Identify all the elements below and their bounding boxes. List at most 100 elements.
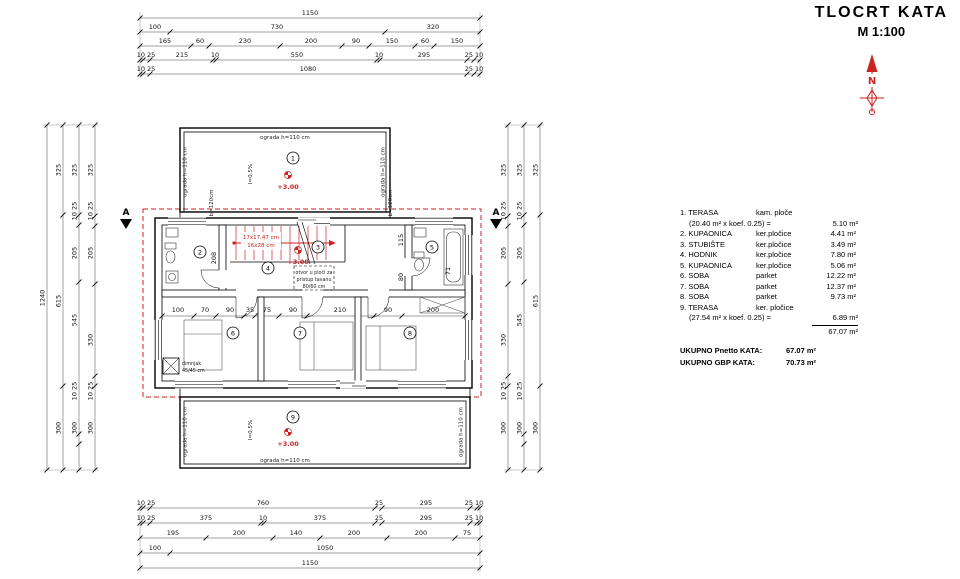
- dim-label: 71: [444, 267, 452, 275]
- dim-label: 200: [427, 306, 439, 314]
- total-value: 70.73 m²: [785, 357, 816, 367]
- dim-label: 330: [500, 334, 508, 346]
- room-name: 3. STUBIŠTE: [680, 239, 726, 249]
- railing-label: ograda h=110 cm: [260, 458, 310, 464]
- dim-label: 200: [233, 529, 245, 537]
- schedule-row: 9. TERASA ker. pločice: [680, 303, 858, 314]
- schedule-row: 7. SOBA parket 12.37 m²: [680, 282, 858, 293]
- dim-label: 200: [305, 37, 317, 45]
- furniture: [183, 296, 466, 371]
- north-arrow: N: [860, 54, 884, 115]
- railing-label: ograda h=110 cm: [459, 407, 465, 457]
- attic-label: otvor u ploči za: [296, 269, 333, 276]
- stair-dimension-text: 17x17,47 cm: [243, 235, 279, 241]
- slope-label: I=0.5%: [248, 164, 254, 184]
- dim-label: 200: [348, 529, 360, 537]
- dimension-labels: 1150 100 730 320 165 60 230 200 90 150 6…: [39, 9, 540, 567]
- room-area: 3.49 m²: [830, 239, 856, 249]
- total-netto: UKUPNO Pnetto KATA: 67.07 m²: [680, 346, 858, 357]
- dim-label: 200: [415, 529, 427, 537]
- dim-label: 205: [87, 247, 95, 259]
- dim-label: 300: [87, 422, 95, 434]
- dim-label: 10 25: [516, 202, 524, 221]
- section-marker-right: A: [490, 208, 502, 229]
- stair-dimension-text: 16x28 cm: [247, 243, 274, 249]
- room-number: 2: [198, 249, 202, 257]
- schedule-row: 8. SOBA parket 9.73 m²: [680, 292, 858, 303]
- dim-label: 10 25: [516, 382, 524, 401]
- note-area: 6.89 m²: [832, 313, 858, 322]
- chimney-label: 45/45 cm: [182, 368, 205, 374]
- dim-label: 75: [463, 529, 471, 537]
- dim-label: 10 25: [71, 382, 79, 401]
- dim-label: 325: [516, 164, 524, 176]
- dim-label: 80: [397, 273, 405, 281]
- dim-label: 325: [55, 164, 63, 176]
- dim-label: 165: [159, 37, 171, 45]
- attic-label: pristup tavanu: [296, 277, 331, 283]
- railing-label: ograda h=110 cm: [183, 147, 189, 197]
- title-block: TLOCRT KATA M 1:100: [815, 4, 948, 39]
- room-area: 12.22 m²: [826, 271, 856, 280]
- room-area: 5.06 m²: [830, 260, 856, 270]
- annotations: ograda h=110 cm ograda h=110 cm ograda h…: [183, 135, 465, 464]
- bath-fixtures: [164, 227, 464, 286]
- attic-label: 80/60 cm: [303, 284, 326, 290]
- dim-label: 325: [532, 164, 540, 176]
- room-material: ker. pločice: [756, 302, 794, 312]
- dim-label: 10 25: [500, 382, 508, 401]
- dim-label: 300: [55, 422, 63, 434]
- dim-label: 100: [172, 306, 184, 314]
- room-area: 12.37 m²: [826, 281, 856, 291]
- dim-label: 545: [71, 314, 79, 326]
- dim-label: 615: [532, 295, 540, 307]
- windows: [154, 217, 473, 389]
- room-numbers: 1 2 3 4 5 6 7 8 9: [193, 151, 439, 424]
- dim-label: 35: [246, 306, 254, 314]
- subtotal-value: 67.07 m²: [812, 324, 858, 338]
- room-number: 1: [291, 155, 295, 163]
- dim-label: 1240: [39, 290, 47, 307]
- dim-label: 215: [176, 51, 188, 59]
- room-area: 4.41 m²: [830, 229, 856, 238]
- dim-label: 300: [532, 422, 540, 434]
- doors: [200, 257, 431, 319]
- schedule-subtotal: 67.07 m²: [680, 324, 858, 338]
- room-material: parket: [756, 292, 777, 301]
- dim-label: 10 25: [137, 499, 156, 507]
- dimension-lines: [43, 12, 544, 572]
- chimney: dimnjak 45/45 cm: [162, 357, 205, 375]
- room-number: 3: [316, 244, 320, 252]
- dim-label: 205: [516, 247, 524, 259]
- dim-label: 208: [210, 252, 218, 264]
- dim-label: 325: [87, 164, 95, 176]
- lower-terrace: [179, 388, 471, 469]
- dim-label: 550: [291, 51, 303, 59]
- schedule-note: (20.40 m² x koef. 0.25) = 5.10 m²: [680, 219, 858, 230]
- schedule-row: 4. HODNIK ker.pločice 7.80 m²: [680, 250, 858, 261]
- dim-label: 10 25: [137, 65, 156, 73]
- dim-label: 295: [420, 499, 432, 507]
- room-number: 6: [231, 330, 235, 338]
- level-label: +3.00: [287, 258, 309, 266]
- dim-label: 615: [55, 295, 63, 307]
- total-label: UKUPNO GBP KATA:: [680, 357, 755, 367]
- dim-label: 10 25: [137, 514, 156, 522]
- dim-label: 330: [87, 334, 95, 346]
- dim-label: 140: [290, 529, 302, 537]
- chimney-label: dimnjak: [182, 361, 201, 367]
- room-name: 8. SOBA: [680, 292, 710, 301]
- dim-label: 100: [149, 23, 161, 31]
- dim-label: 10 25: [87, 382, 95, 401]
- room-name: 9. TERASA: [680, 302, 719, 312]
- room-material: parket: [756, 281, 777, 291]
- dim-label: 10 25: [87, 202, 95, 221]
- dim-label: 300: [516, 422, 524, 434]
- schedule-row: 3. STUBIŠTE ker.pločice 3.49 m²: [680, 240, 858, 251]
- dim-label: 1150: [302, 559, 319, 567]
- dim-label: 760: [257, 499, 269, 507]
- room-number: 7: [298, 330, 302, 338]
- section-label: A: [493, 208, 500, 218]
- section-marker-left: A: [120, 208, 132, 229]
